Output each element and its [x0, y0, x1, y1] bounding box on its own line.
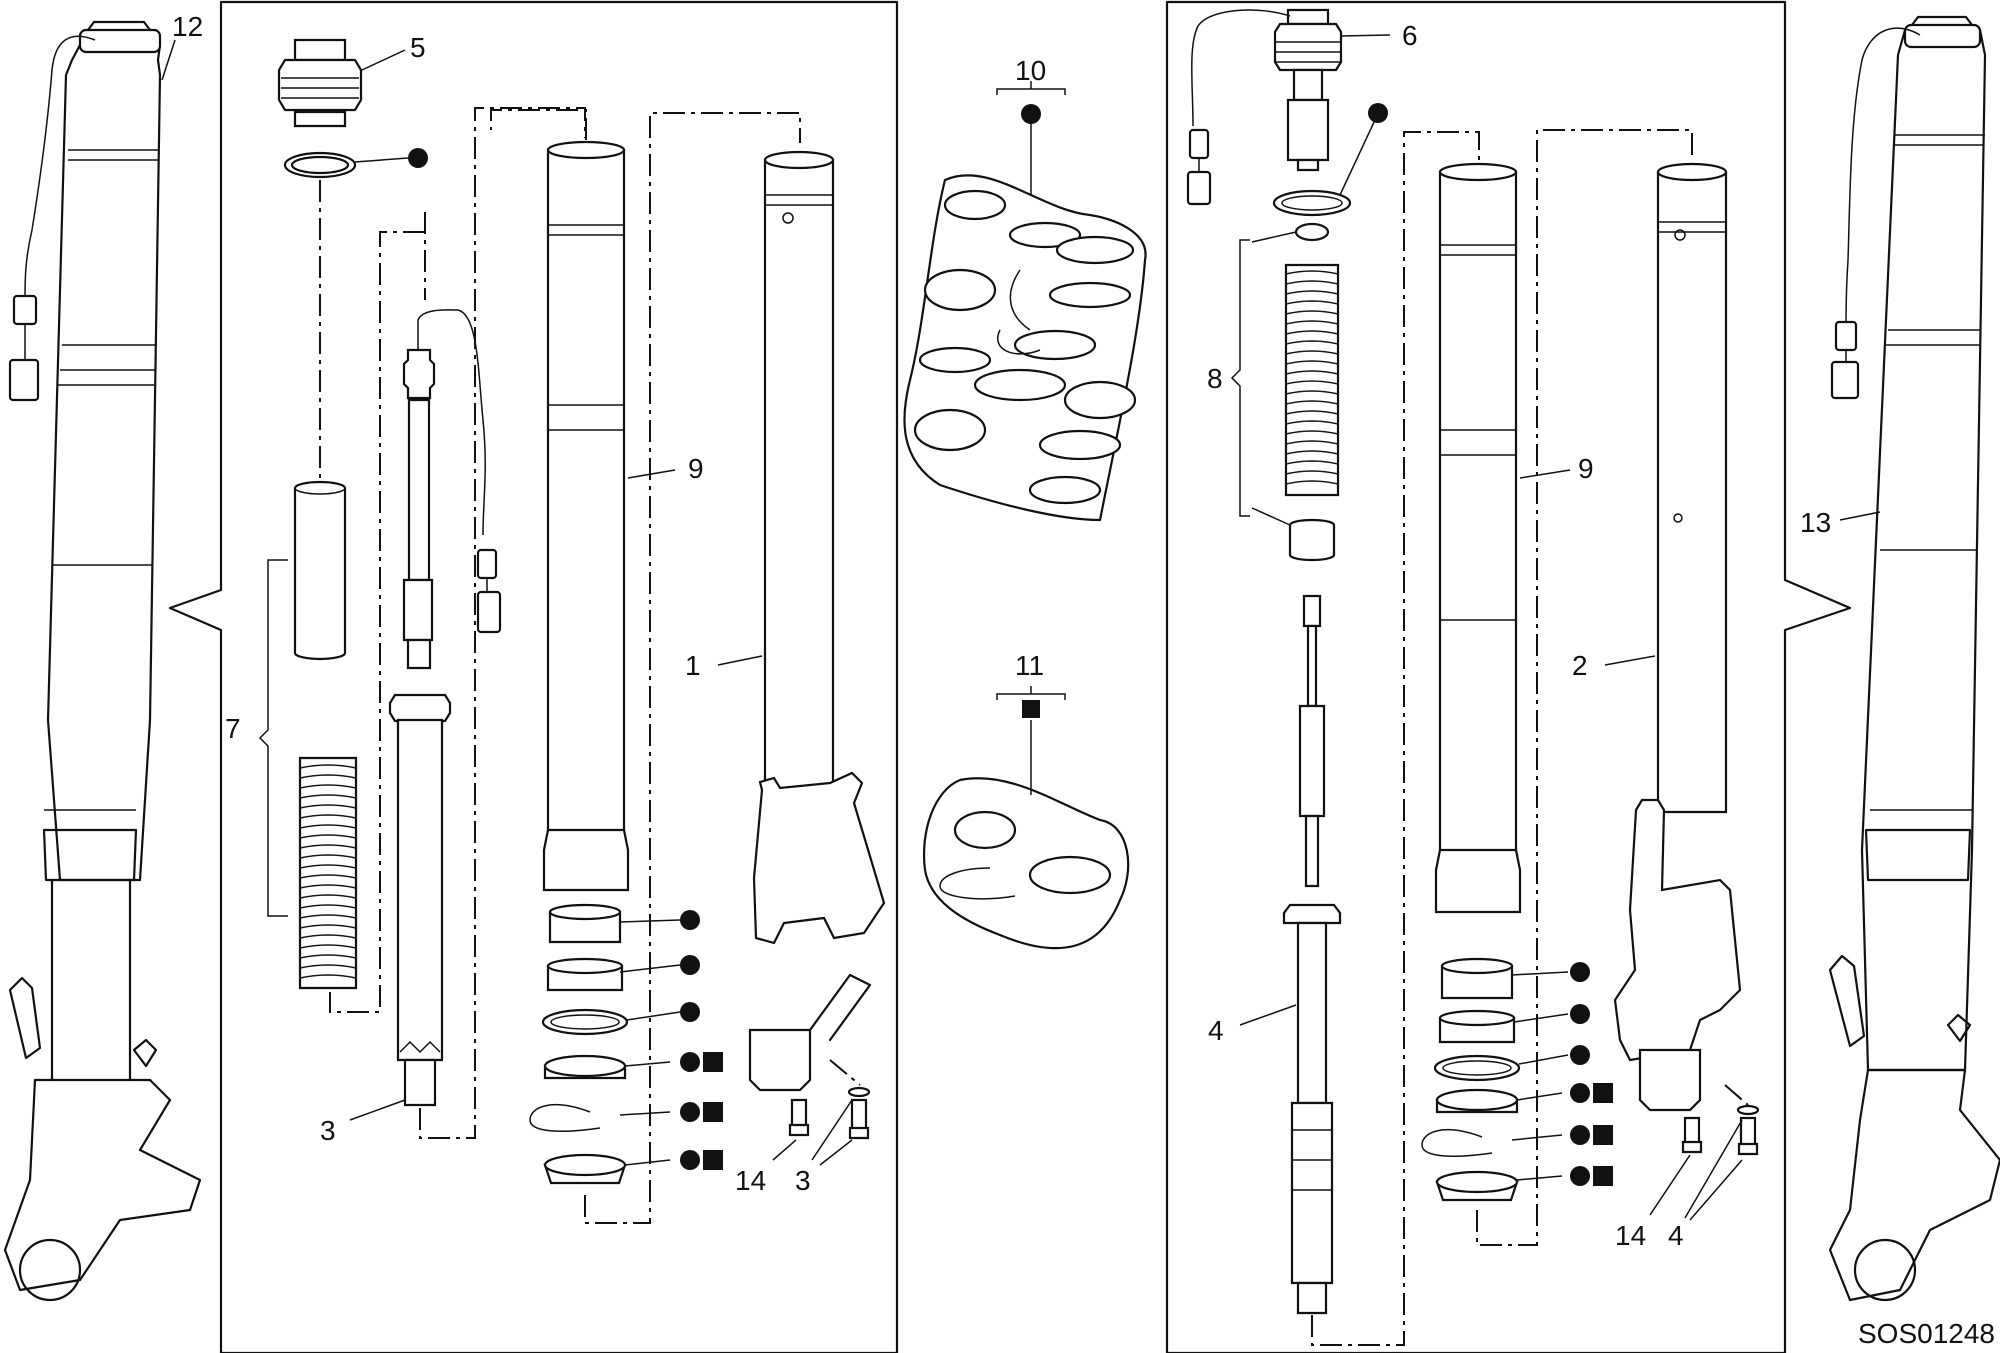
- part-2-outer-tube: [1613, 162, 1742, 1112]
- spring-coil: [1285, 390, 1339, 395]
- spring-coil: [299, 864, 357, 869]
- spring-coil: [1285, 290, 1339, 295]
- diagram-code: SOS01248: [1858, 1318, 1995, 1349]
- callout-7: 7: [225, 713, 241, 744]
- spring-coil: [1285, 420, 1339, 425]
- spring-coil: [299, 854, 357, 859]
- callout-5: 5: [410, 32, 426, 63]
- spring-coil: [1285, 440, 1339, 445]
- spring-coil: [299, 924, 357, 929]
- circle-symbol: [408, 148, 428, 168]
- callout-12: 12: [172, 11, 203, 42]
- spring-coil: [1285, 280, 1339, 285]
- callout-14-right: 14: [1615, 1220, 1646, 1251]
- bolt-3-left: [847, 1086, 871, 1140]
- callout-3-cartridge: 3: [320, 1115, 336, 1146]
- right-seal-stack: [1421, 129, 1693, 1246]
- spring-coil: [299, 824, 357, 829]
- callout-9-left: 9: [688, 453, 704, 484]
- spring-coil: [1285, 400, 1339, 405]
- part-3-cartridge: [388, 309, 502, 1107]
- spacer-tube: [293, 480, 347, 661]
- spring-coil: [299, 954, 357, 959]
- spring-coil: [299, 774, 357, 779]
- part-10-seal-kit: [903, 81, 1147, 522]
- callout-2: 2: [1572, 650, 1588, 681]
- callout-10: 10: [1015, 55, 1046, 86]
- spring-coil: [1285, 360, 1339, 365]
- spring-coil: [1285, 470, 1339, 475]
- callout-11: 11: [1015, 650, 1044, 681]
- part-9-inner-tube-left: [490, 109, 630, 892]
- left-fork-assembly: [3, 20, 202, 1302]
- callout-6: 6: [1402, 20, 1418, 51]
- spring-coil: [1285, 410, 1339, 415]
- spring-coil: [299, 904, 357, 909]
- callout-4-bolt: 4: [1668, 1220, 1684, 1251]
- part-1-outer-tube: [748, 150, 886, 1092]
- spring-coil: [1285, 310, 1339, 315]
- spring-coil: [1285, 350, 1339, 355]
- spring-coil: [299, 974, 357, 979]
- part-6-cap: [1186, 8, 1391, 206]
- spring-coil: [1285, 380, 1339, 385]
- callout-9-right: 9: [1578, 453, 1594, 484]
- bolt-14-left: [788, 1098, 810, 1137]
- spring-coil: [299, 884, 357, 889]
- spring-coil: [1285, 300, 1339, 305]
- spring-coil: [1285, 330, 1339, 335]
- part-5-cap: [277, 38, 406, 128]
- spring-coil: [299, 944, 357, 949]
- spring-coil: [299, 914, 357, 919]
- part-4-cartridge: [1282, 594, 1342, 1315]
- spring: [298, 756, 358, 990]
- spring-coil: [1285, 370, 1339, 375]
- callout-1: 1: [685, 650, 701, 681]
- spring-coil: [1285, 460, 1339, 465]
- spring-coil: [1285, 270, 1339, 275]
- spring-coil: [299, 874, 357, 879]
- callout-4-cartridge: 4: [1208, 1015, 1224, 1046]
- part-9-inner-tube-right: [1434, 162, 1522, 914]
- spring-coil: [299, 794, 357, 799]
- spring-coil: [299, 804, 357, 809]
- spring-coil: [1285, 340, 1339, 345]
- spring-coil: [299, 934, 357, 939]
- bolt-14-right: [1681, 1116, 1703, 1154]
- callout-14-left: 14: [735, 1165, 766, 1196]
- callout-13: 13: [1800, 507, 1831, 538]
- spring-coil: [299, 764, 357, 769]
- left-seal-stack: [529, 112, 801, 1224]
- spring-coil: [299, 834, 357, 839]
- spring-coil: [1285, 320, 1339, 325]
- right-fork-assembly: [1828, 15, 2000, 1302]
- spring-coil: [299, 844, 357, 849]
- bolt-4-right: [1736, 1104, 1760, 1156]
- spring-coil: [1285, 450, 1339, 455]
- part-8-spring-group: [1230, 222, 1340, 562]
- part-11-seal-kit: [923, 686, 1130, 950]
- left-exploded-panel: [168, 0, 899, 1353]
- spring-coil: [299, 814, 357, 819]
- callout-8: 8: [1207, 363, 1223, 394]
- spring-coil: [1285, 480, 1339, 485]
- spring-coil: [299, 964, 357, 969]
- spring-coil: [299, 784, 357, 789]
- spring-coil: [299, 894, 357, 899]
- right-exploded-panel: [1165, 0, 1852, 1353]
- spring-coil: [1285, 430, 1339, 435]
- callout-3-bolt: 3: [795, 1165, 811, 1196]
